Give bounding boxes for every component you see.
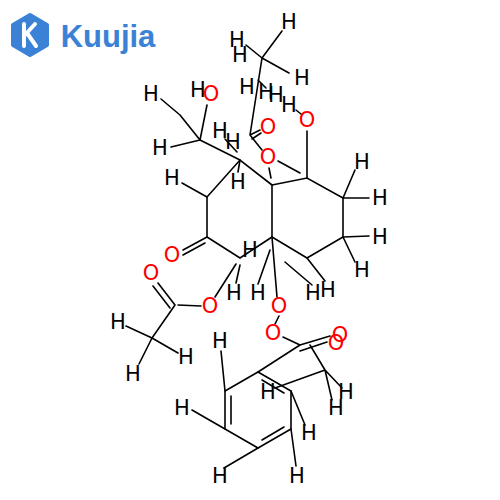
atom-label: H (163, 168, 181, 189)
atom-label: H (300, 423, 318, 444)
atom-label: H (151, 138, 169, 159)
atom-label: H (224, 132, 242, 153)
atom-label: O (270, 296, 289, 317)
atom-label: H (293, 68, 311, 89)
atom-label: H (304, 283, 322, 304)
atom-label: H (229, 172, 247, 193)
atom-label: O (202, 84, 221, 105)
watermark-logo: Kuujia (61, 21, 156, 52)
atom-label: H (173, 398, 191, 419)
atom-label: H (241, 240, 259, 261)
atom-label: O (298, 110, 317, 131)
atom-label: O (201, 296, 220, 317)
atom-label: H (249, 283, 267, 304)
logo-icon (13, 15, 47, 55)
atom-label: H (238, 77, 256, 98)
atom-label: H (211, 466, 229, 487)
atom-label: H (280, 95, 298, 116)
atom-label: H (327, 398, 345, 419)
atom-label: O (327, 333, 346, 354)
atom-label: H (371, 188, 389, 209)
atom-label: H (259, 382, 277, 403)
atom-label: O (264, 323, 283, 344)
atom-label: H (371, 227, 389, 248)
atom-label: H (211, 331, 229, 352)
atom-label: H (353, 152, 371, 173)
atom-label: H (280, 12, 298, 33)
atom-label: H (225, 283, 243, 304)
atom-label: H (353, 260, 371, 281)
atom-label: H (319, 280, 337, 301)
atom-label: H (177, 347, 195, 368)
atom-label: O (259, 117, 278, 138)
atom-label: O (259, 147, 278, 168)
atom-label: H (142, 84, 160, 105)
atom-label: O (142, 263, 161, 284)
atom-label: H (288, 466, 306, 487)
atom-label: O (163, 245, 182, 266)
atom-label: H (231, 45, 249, 66)
atom-label: H (109, 312, 127, 333)
atom-label: H (124, 364, 142, 385)
bond-lines (126, 31, 369, 468)
